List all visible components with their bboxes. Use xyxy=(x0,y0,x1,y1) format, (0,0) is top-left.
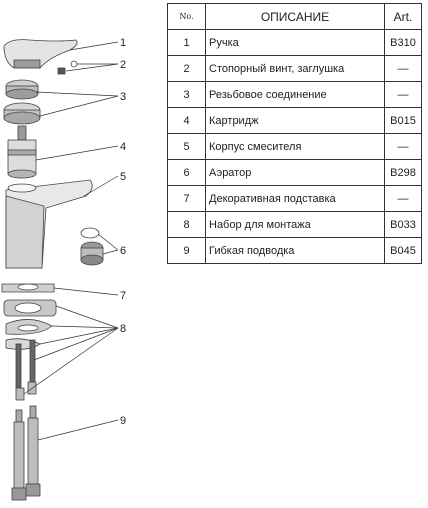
row-description: Декоративная подставка xyxy=(205,185,385,212)
row-number: 2 xyxy=(167,55,206,82)
callout-label: 8 xyxy=(120,323,126,335)
callout-label: 3 xyxy=(120,91,126,103)
callout-label: 1 xyxy=(120,37,126,49)
callout-label: 5 xyxy=(120,171,126,183)
cartridge-part xyxy=(7,139,37,175)
callout-label: 2 xyxy=(120,59,126,71)
row-description: Набор для монтажа xyxy=(205,211,385,238)
row-description: Стопорный винт, заглушка xyxy=(205,55,385,82)
flexible-hose-part xyxy=(13,421,25,489)
row-art: B015 xyxy=(384,107,422,134)
row-number: 8 xyxy=(167,211,206,238)
row-art: — xyxy=(384,55,422,82)
row-art: B033 xyxy=(384,211,422,238)
row-art: — xyxy=(384,133,422,160)
row-art: — xyxy=(384,185,422,212)
row-description: Корпус смесителя xyxy=(205,133,385,160)
row-number: 4 xyxy=(167,107,206,134)
exploded-view-diagram: 1 2 3 4 5 6 7 8 9 xyxy=(1,37,126,501)
header-no: No. xyxy=(167,3,206,30)
row-number: 6 xyxy=(167,159,206,186)
row-art: B310 xyxy=(384,29,422,56)
row-number: 3 xyxy=(167,81,206,108)
callout-label: 9 xyxy=(120,415,126,427)
row-description: Картридж xyxy=(205,107,385,134)
row-description: Аэратор xyxy=(205,159,385,186)
header-description: ОПИСАНИЕ xyxy=(205,3,385,30)
table-header-row: No. ОПИСАНИЕ Art. xyxy=(167,3,422,30)
row-number: 5 xyxy=(167,133,206,160)
row-number: 1 xyxy=(167,29,206,56)
row-description: Гибкая подводка xyxy=(205,237,385,264)
row-number: 9 xyxy=(167,237,206,264)
set-screw-part xyxy=(57,67,66,75)
callout-label: 6 xyxy=(120,245,126,257)
header-art: Art. xyxy=(384,3,422,30)
stud-part xyxy=(15,343,22,391)
row-art: B298 xyxy=(384,159,422,186)
row-description: Резьбовое соединение xyxy=(205,81,385,108)
row-art: B045 xyxy=(384,237,422,264)
plug-part xyxy=(70,60,78,68)
row-description: Ручка xyxy=(205,29,385,56)
row-number: 7 xyxy=(167,185,206,212)
callout-label: 7 xyxy=(120,290,126,302)
row-art: — xyxy=(384,81,422,108)
callout-label: 4 xyxy=(120,141,126,153)
aerator-ring-part xyxy=(80,227,100,239)
